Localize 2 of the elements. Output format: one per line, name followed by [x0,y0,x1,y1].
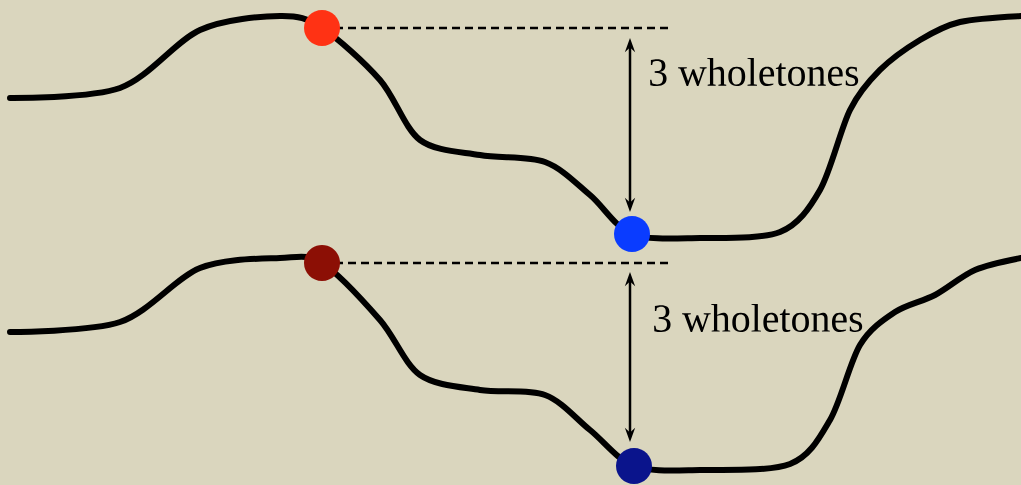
measure-label: 3 wholetones [650,58,859,86]
measure-label: 3 wholetones [654,304,863,332]
